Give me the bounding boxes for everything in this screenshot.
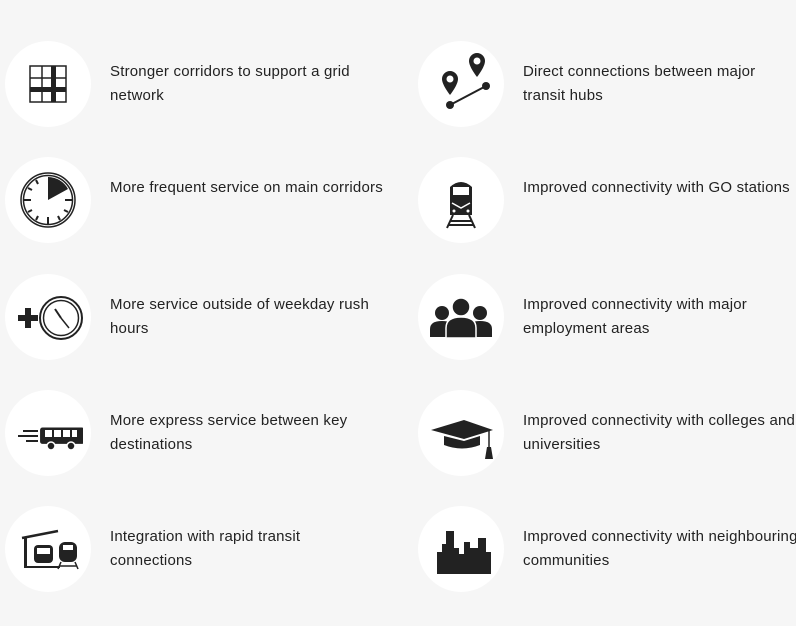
benefit-label: Improved connectivity with major employm… (523, 296, 747, 337)
benefit-item: More express service between key destina… (5, 390, 395, 480)
plus-clock-icon (18, 296, 83, 340)
benefit-label: Improved connectivity with colleges and … (523, 412, 796, 453)
benefit-label: Integration with rapid transit connectio… (110, 528, 301, 569)
benefit-label: Improved connectivity with GO stations (523, 179, 790, 196)
benefit-item: Direct connections between major transit… (418, 41, 796, 131)
icon-circle (418, 274, 504, 360)
icon-circle (418, 390, 504, 476)
express-bus-icon (18, 427, 83, 451)
icon-circle (418, 506, 504, 592)
benefit-label: Improved connectivity with neighbouring … (523, 528, 796, 569)
map-pins-route-icon (442, 53, 490, 109)
benefit-item: Improved connectivity with colleges and … (418, 390, 796, 480)
icon-circle (5, 506, 91, 592)
clock-quarter-icon (20, 172, 76, 228)
benefit-label: Direct connections between major transit… (523, 63, 756, 104)
benefit-item: Improved connectivity with GO stations (418, 157, 796, 247)
grid-icon (29, 65, 67, 103)
icon-circle (5, 157, 91, 243)
city-skyline-icon (437, 531, 491, 574)
bus-train-station-icon (21, 529, 79, 570)
benefit-item: Integration with rapid transit connectio… (5, 506, 395, 596)
benefit-item: Improved connectivity with major employm… (418, 274, 796, 364)
icon-circle (418, 157, 504, 243)
benefit-label: More express service between key destina… (110, 412, 348, 453)
benefit-item: Stronger corridors to support a grid net… (5, 41, 395, 131)
benefit-label: More frequent service on main corridors (110, 179, 383, 196)
benefit-item: Improved connectivity with neighbouring … (418, 506, 796, 596)
icon-circle (5, 41, 91, 127)
benefit-item: More frequent service on main corridors (5, 157, 395, 247)
benefit-label: More service outside of weekday rush hou… (110, 296, 369, 337)
graduation-cap-icon (431, 420, 493, 459)
people-group-icon (430, 297, 492, 339)
icon-circle (5, 390, 91, 476)
icon-circle (5, 274, 91, 360)
train-icon (446, 182, 476, 229)
benefit-item: More service outside of weekday rush hou… (5, 274, 395, 364)
benefit-label: Stronger corridors to support a grid net… (110, 63, 350, 104)
icon-circle (418, 41, 504, 127)
